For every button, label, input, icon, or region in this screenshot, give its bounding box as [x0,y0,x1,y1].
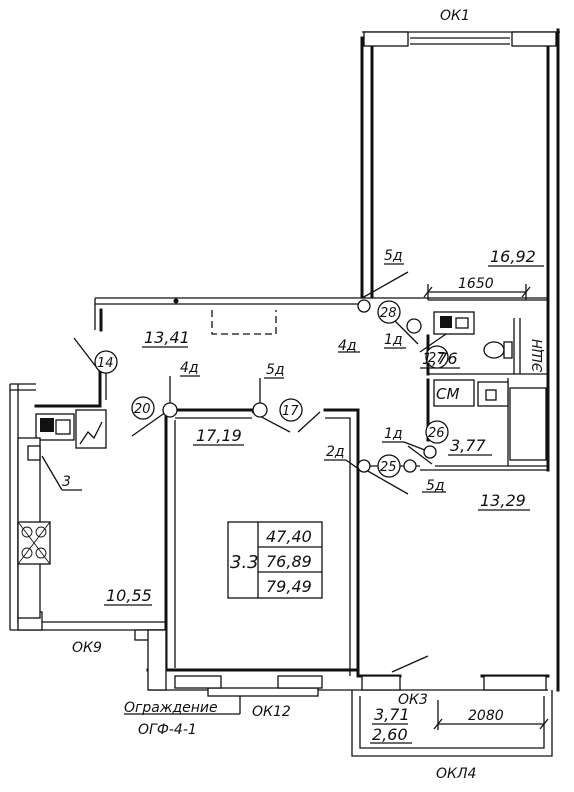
node-17-circle [279,398,303,422]
panel-label: ЭЩН [531,339,546,373]
living-left-pier [147,629,167,691]
window-label-ok1: ОК1 [440,8,470,24]
door-swing-5 [297,411,321,433]
riser-3 [162,402,178,418]
balcony-outline [351,690,553,757]
node-20-circle [131,396,155,420]
room-area-hall: 13,41 [144,328,190,347]
wall-living-top-b2 [325,417,351,676]
kitchen-appliance-mark [79,421,103,445]
kitchen-sink-bowl [40,418,54,432]
riser-2 [406,318,422,334]
room-area-balcony-secondary: 2,60 [372,725,408,744]
total-area-with-balcony: 79,49 [266,577,312,596]
node-label-20: 20 [134,402,151,417]
riser-4 [252,402,268,418]
node-label-26: 26 [428,426,445,441]
door-swing-6 [365,469,409,495]
door-label-1d-top: 1д [384,332,403,348]
balcony-inner [359,696,545,749]
washer-label: СМ [436,385,459,403]
door-label-4d-left: 4д [180,360,199,376]
living-area: 47,40 [266,527,312,546]
door-label-1d-mid: 1д [384,426,403,442]
door-swing-3 [131,411,167,437]
apartment-type: 3.3 [230,552,259,573]
node-label-17: 17 [282,404,299,419]
node-label-27: 27 [428,351,445,366]
room-area-toilet: 3,77 [450,436,486,455]
window-ok12-pier-r [277,675,323,689]
riser-1 [357,299,371,313]
built-in-dashed [211,310,277,335]
fixtures [17,311,547,619]
room-area-bathroom: 1,76 [422,349,458,368]
washer-box [433,379,475,407]
leaders [41,263,544,744]
area-table-frame [227,521,323,599]
node-label-25: 25 [380,460,397,475]
wall-kitchen-upper [34,368,102,408]
door-label-3: 3 [62,474,71,490]
room-area-kitchen: 10,55 [106,586,152,605]
node-markers [94,299,449,478]
door-label-5d-bottom: 5д [426,478,445,494]
labels: ОК1 ОК9 ОК12 ОК3 ОКЛ4 16,92 13,41 17,19 … [62,8,546,782]
window-ok12-pier-l [174,675,222,689]
node-27-circle [425,345,449,369]
bath-sink-bowl [440,316,452,328]
fence-note-line1: Ограждение [124,700,218,716]
door-label-5d-top: 5д [384,248,403,264]
window-label-ok9: ОК9 [72,640,102,656]
total-area: 76,89 [266,552,312,571]
window-ok12-sill [207,687,319,697]
node-26-circle [425,420,449,444]
wall-marker [173,298,179,304]
walls [9,28,560,757]
kitchen-small-box [27,445,41,461]
node-label-14: 14 [97,356,114,371]
window-ok3-pier-r [483,675,547,691]
room-area-right-bottom: 13,29 [480,491,526,510]
node-14-circle [94,350,118,374]
window-ok1-right-pier [511,31,557,47]
toilet-bowl [483,341,505,359]
door-label-4d-right: 4д [338,338,357,354]
room-area-right-top: 16,92 [490,247,536,266]
window-ok3-pier-l [361,675,401,691]
riser-5 [357,459,371,473]
dimension-lines [423,284,549,730]
door-label-2d: 2д [326,444,345,460]
door-swing-1 [361,271,409,299]
stove-burners [17,521,51,565]
dimension-label-2080: 2080 [468,708,504,724]
node-28-circle [377,300,401,324]
cabinet-2 [485,389,497,401]
window-label-okl4: ОКЛ4 [436,766,476,782]
node-25-circle [377,454,401,478]
window-label-ok3: ОК3 [398,692,428,708]
node-label-28: 28 [380,306,397,321]
dimension-label-1650: 1650 [458,276,494,292]
riser-6 [403,459,417,473]
bath-sink-bowl2 [455,317,469,329]
wall-living-top-b [323,408,360,678]
door-swing-9 [407,445,433,465]
door-swing-8 [419,333,447,353]
door-label-5d-mid: 5д [266,362,285,378]
window-ok1-left-pier [363,31,409,47]
door-swing-7 [391,655,429,673]
riser-7 [423,445,437,459]
cabinet-3 [509,387,547,461]
apartment-area-table [227,521,323,599]
window-label-ok12: ОК12 [252,704,291,720]
kitchen-sink-bowl2 [55,419,71,435]
room-area-living: 17,19 [196,426,242,445]
fence-note-line2: ОГФ-4-1 [138,722,197,738]
room-area-balcony: 3,71 [374,705,410,724]
dim-2080-tick-r [539,718,549,730]
toilet-tank [503,341,513,359]
